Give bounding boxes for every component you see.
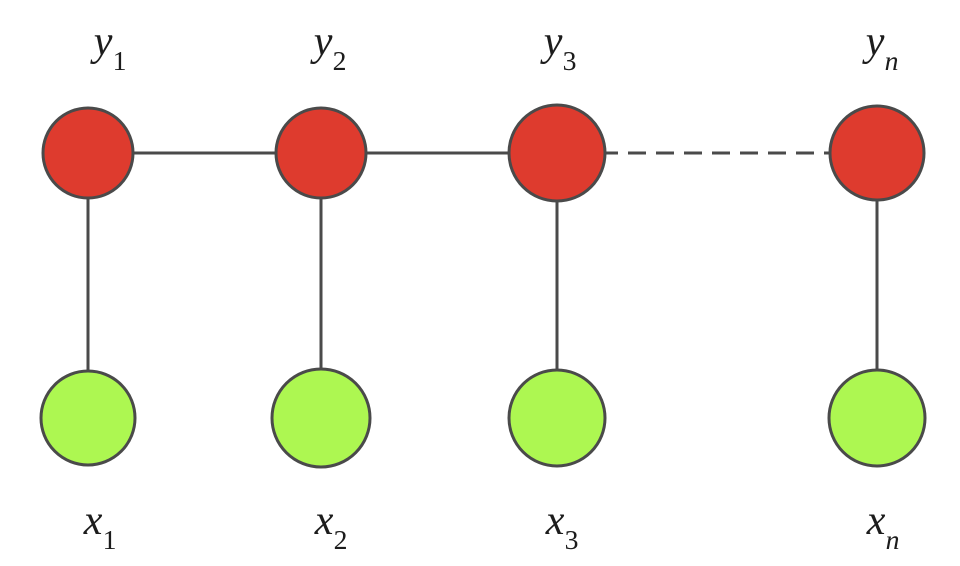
hidden-label-y1-base: y [93, 18, 113, 65]
hidden-label-y1-sub: 1 [112, 45, 127, 77]
hidden-node-yn[interactable] [828, 104, 926, 202]
observed-node-xn[interactable] [827, 368, 927, 468]
observed-label-x3: x3 [545, 497, 579, 554]
observed-label-xn: xn [866, 497, 900, 554]
observed-label-x2-base: x [314, 497, 334, 544]
observed-label-xn-base: x [866, 497, 886, 544]
hidden-node-y1[interactable] [41, 106, 135, 200]
observed-label-x1: x1 [83, 497, 117, 554]
observed-label-x1-sub: 1 [102, 524, 117, 556]
vertical-edge-group [86, 153, 879, 418]
hidden-label-yn-base: y [865, 18, 885, 65]
hidden-label-y1: y1 [93, 18, 127, 75]
observed-label-x3-base: x [545, 497, 565, 544]
observed-node-group [39, 367, 927, 469]
observed-node-x1[interactable] [39, 369, 137, 467]
hidden-label-y3-base: y [543, 18, 563, 65]
observed-node-x3[interactable] [507, 368, 607, 468]
observed-node-x2[interactable] [270, 367, 372, 469]
hidden-node-y2[interactable] [274, 106, 368, 200]
observed-label-x3-sub: 3 [564, 524, 579, 556]
observed-label-xn-sub: n [885, 524, 900, 556]
hidden-node-y3[interactable] [507, 103, 607, 203]
hidden-label-y2: y2 [313, 18, 347, 75]
hidden-label-y3: y3 [543, 18, 577, 75]
observed-label-x2-sub: 2 [333, 524, 348, 556]
observed-label-x1-base: x [83, 497, 103, 544]
hidden-label-y2-sub: 2 [332, 45, 347, 77]
hidden-label-y2-base: y [313, 18, 333, 65]
hidden-node-group [41, 103, 926, 203]
hidden-label-yn: yn [865, 18, 899, 75]
hidden-label-yn-sub: n [884, 45, 899, 77]
observed-label-x2: x2 [314, 497, 348, 554]
hidden-label-y3-sub: 3 [562, 45, 577, 77]
